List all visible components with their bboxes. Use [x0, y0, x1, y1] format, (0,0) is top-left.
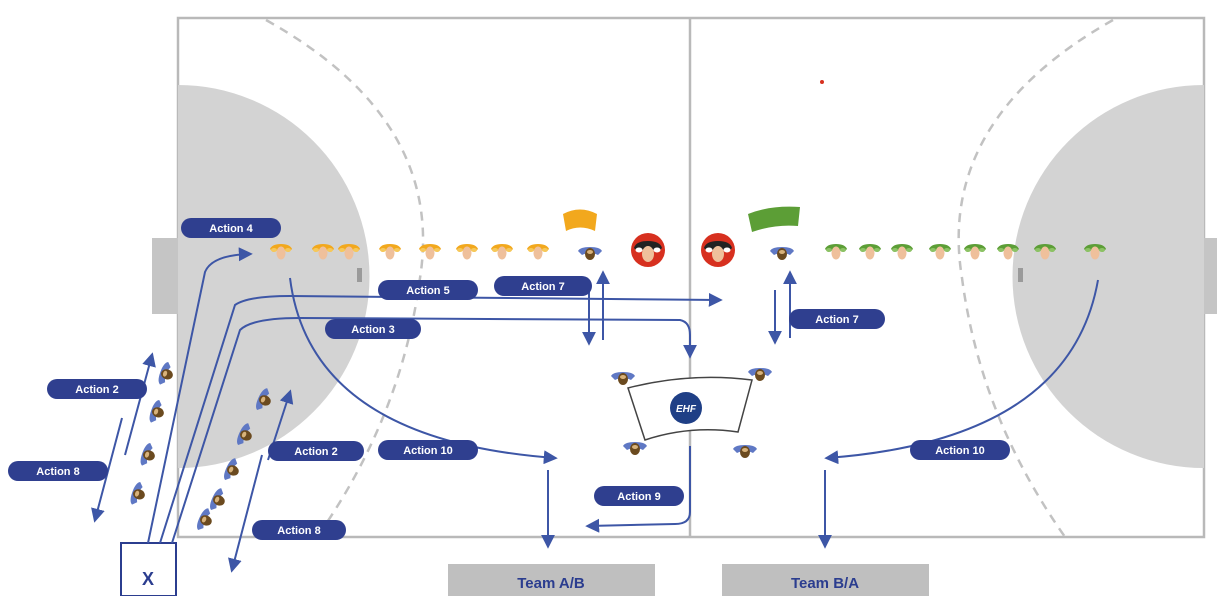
team-b-lineup: [748, 206, 1106, 260]
action-label-2-left: Action 2: [47, 379, 147, 399]
left-free-throw-line: [265, 18, 425, 537]
team-label-ab: Team A/B: [517, 575, 585, 592]
arrow-action-9: [585, 446, 691, 533]
official-icon: [138, 441, 159, 469]
team-a-lineup: [270, 209, 602, 260]
marker-dot: [820, 80, 824, 84]
team-box-ab: [448, 564, 655, 596]
left-goal: [152, 238, 178, 314]
action-label-10-right: Action 10: [910, 440, 1010, 460]
arrow-action-2-left: [124, 352, 156, 456]
action-label-7-right: Action 7: [789, 309, 885, 329]
svg-text:Action 10: Action 10: [935, 445, 985, 457]
svg-text:Action 3: Action 3: [351, 324, 394, 336]
start-box-label: X: [142, 569, 154, 589]
svg-text:Action 4: Action 4: [209, 223, 253, 235]
action-label-8-left: Action 8: [8, 461, 108, 481]
left-penalty-mark: [357, 268, 362, 282]
arrow-action-3: [171, 316, 697, 544]
action-label-2-right: Action 2: [268, 441, 364, 461]
arrow-action-8-left: [91, 417, 123, 523]
official-icon: [128, 480, 149, 508]
team-bench-ab: Team A/B: [448, 564, 655, 596]
action-arrows: [91, 247, 1099, 573]
ehf-logo: [670, 392, 702, 424]
svg-text:Action 7: Action 7: [815, 314, 858, 326]
action-label-9: Action 9: [594, 486, 684, 506]
action-label-3: Action 3: [325, 319, 421, 339]
action-label-8-right: Action 8: [252, 520, 346, 540]
right-goal-area: [1012, 85, 1204, 468]
action-label-7-left: Action 7: [494, 276, 592, 296]
right-free-throw-line: [957, 18, 1114, 537]
referee-icon: [701, 233, 735, 267]
svg-text:Action 8: Action 8: [277, 525, 320, 537]
ehf-flag-group: EHF: [611, 368, 772, 458]
action-label-5: Action 5: [378, 280, 478, 300]
start-box: X: [120, 542, 177, 596]
arrow-action-10-left: [289, 277, 558, 465]
svg-text:Action 2: Action 2: [294, 446, 337, 458]
svg-text:Action 7: Action 7: [521, 281, 564, 293]
svg-text:Action 2: Action 2: [75, 384, 118, 396]
right-penalty-mark: [1018, 268, 1023, 282]
right-goal: [1204, 238, 1217, 314]
official-icon: [147, 398, 168, 426]
team-label-ba: Team B/A: [791, 575, 859, 592]
svg-text:Action 5: Action 5: [406, 285, 449, 297]
svg-text:Action 9: Action 9: [617, 491, 660, 503]
arrow-action-5: [159, 292, 723, 544]
arrow-action-10-right: [824, 279, 1099, 465]
team-box-ba: [722, 564, 929, 596]
court: [152, 16, 1217, 539]
action-label-10-left: Action 10: [378, 440, 478, 460]
referee-icon: [631, 233, 665, 267]
svg-text:Action 8: Action 8: [36, 466, 79, 478]
ehf-logo-text: EHF: [676, 404, 697, 415]
team-b-flag-icon: [748, 206, 800, 232]
arrow-action-8-right: [228, 454, 263, 573]
arrow-action-4: [147, 247, 253, 544]
team-a-flag-icon: [563, 209, 597, 231]
official-icon: [156, 360, 177, 388]
team-bench-ba: Team B/A: [722, 564, 929, 596]
action-label-4: Action 4: [181, 218, 281, 238]
action-labels: Action 4 Action 5 Action 7 Action 7 Acti…: [8, 218, 1010, 540]
svg-text:Action 10: Action 10: [403, 445, 453, 457]
